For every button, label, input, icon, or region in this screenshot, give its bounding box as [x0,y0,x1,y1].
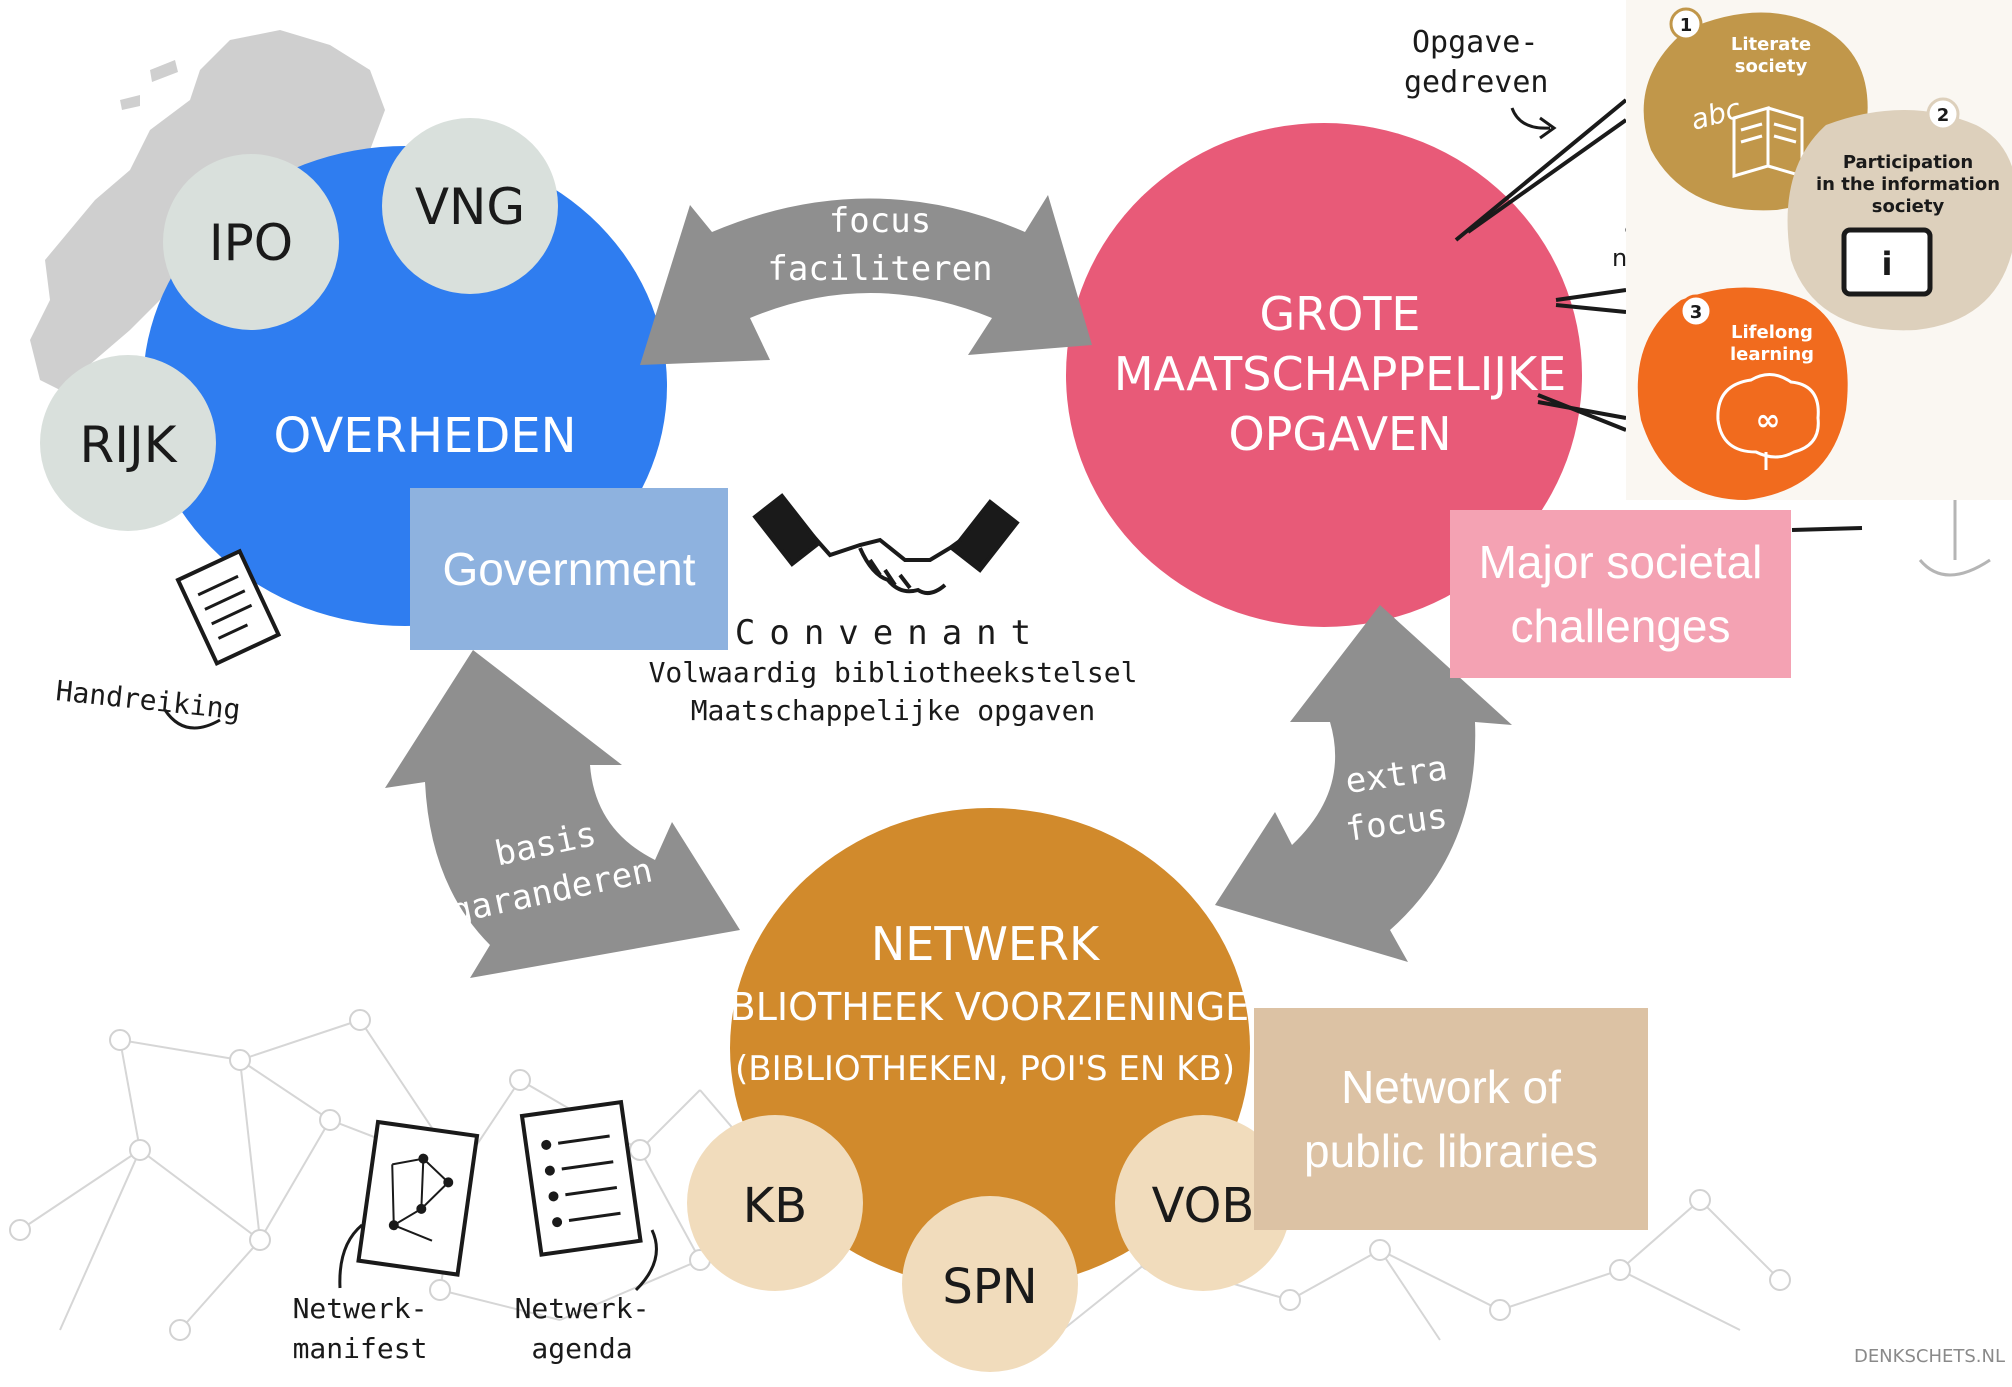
network-overlay-box: Network of public libraries [1254,1008,1648,1230]
item-3-number-badge [1679,294,1713,328]
ipo-label: IPO [209,214,293,272]
credit-label: DENKSCHETS.NL [1854,1346,2005,1367]
network-overlay-text: Network of public libraries [1304,1055,1598,1184]
task-driven-arrow [1510,107,1557,140]
focus-facilitate-line-1: focus [829,201,931,241]
rijk-circle [40,355,216,531]
item-1-number: 1 [1680,15,1693,36]
government-title: OVERHEDEN [273,408,576,464]
vob-label: VOB [1152,1178,1255,1234]
kb-label: KB [743,1178,807,1234]
government-overlay-box: Government [410,488,728,650]
open-book-icon [1732,105,1804,179]
manifest-pointer-arrow [338,1223,363,1289]
challenges-title-line-2: MAATSCHAPPELIJKE [1114,347,1566,401]
challenges-title-line-3: OPGAVEN [1228,407,1451,461]
spn-label: SPN [942,1259,1037,1315]
focus-facilitate-arrow [640,195,1092,365]
item-2-label-line-3: society [1872,196,1945,217]
scales-icon [1918,500,1991,577]
spn-circle [902,1196,1078,1372]
network-title-line-3: (BIBLIOTHEKEN, POI'S EN KB) [735,1049,1235,1089]
network-agenda-document-icon [519,1099,643,1257]
handout-booklet-icon [175,548,282,667]
handout-pointer-arrow [163,709,221,730]
manifest-label-line-1: Netwerk- [293,1292,428,1325]
vng-label: VNG [415,178,525,236]
lifelong-learning-blob [1637,287,1848,500]
network-title-line-1: NETWERK [871,917,1101,971]
network-manifest-document-icon [356,1119,480,1277]
network-circle [730,808,1250,1288]
agenda-label-line-2: agenda [531,1332,632,1365]
challenges-circle [1066,123,1582,627]
participation-blob [1787,110,2012,331]
netherlands-islands [120,60,178,110]
covenant-line-1: Volwaardig bibliotheekstelsel [649,656,1138,689]
inset-panel: 1 Literate society abc 2 Participation i… [1626,0,2012,500]
kb-circle [687,1115,863,1291]
vob-circle [1115,1115,1291,1291]
manifest-label-line-2: manifest [293,1332,428,1365]
task-driven-line-2: gedreven [1404,65,1549,100]
challenges-overlay-text: Major societal challenges [1479,530,1763,659]
item-2-glyph: i [1882,245,1893,283]
item-2-number-badge [1926,97,1960,131]
agenda-pointer-arrow [634,1229,658,1292]
basis-guarantee-arrow [385,650,740,978]
vng-circle [382,118,558,294]
item-2-number: 2 [1937,105,1950,126]
network-title-line-2: BIBLIOTHEEK VOORZIENINGEN [692,985,1277,1029]
network-mesh-nodes [9,1009,1791,1341]
ipo-circle [163,154,339,330]
item-1-label-line-2: society [1735,56,1808,77]
covenant-line-2: Maatschappelijke opgaven [691,694,1096,727]
item-2-label-line-2: in the information [1816,174,2000,195]
item-1-label-line-1: Literate [1731,34,1811,55]
inset-pointer-lines [1454,98,1863,532]
agenda-label-line-1: Netwerk- [515,1292,650,1325]
inset-canvas: 1 Literate society abc 2 Participation i… [1637,7,2012,500]
network-overlay-line-1: Network of [1341,1060,1561,1113]
item-3-label-line-1: Lifelong [1731,322,1813,343]
brain-icon [1716,373,1820,470]
challenges-overlay-line-1: Major societal [1478,535,1763,588]
challenges-overlay-line-2: challenges [1510,600,1731,652]
tablet-icon [1841,227,1933,297]
challenges-overlay-box: Major societal challenges [1450,510,1791,678]
task-driven-line-1: Opgave- [1412,25,1538,60]
item-3-number: 3 [1690,302,1703,323]
challenges-title-line-1: GROTE [1260,287,1421,341]
network-overlay-line-2: public libraries [1303,1125,1598,1177]
item-3-label-line-2: learning [1730,344,1814,365]
covenant-title: Convenant [735,613,1045,653]
government-overlay-text: Government [442,542,696,595]
item-1-number-badge [1669,7,1703,41]
handout-label: Handreiking [54,674,242,726]
extra-focus-arrow [1215,605,1512,962]
focus-facilitate-line-2: faciliteren [767,249,992,289]
handshake-icon [752,493,1020,596]
item-3-glyph: ∞ [1756,403,1781,438]
rijk-label: RIJK [79,416,177,474]
item-2-label-line-1: Participation [1843,152,1973,173]
